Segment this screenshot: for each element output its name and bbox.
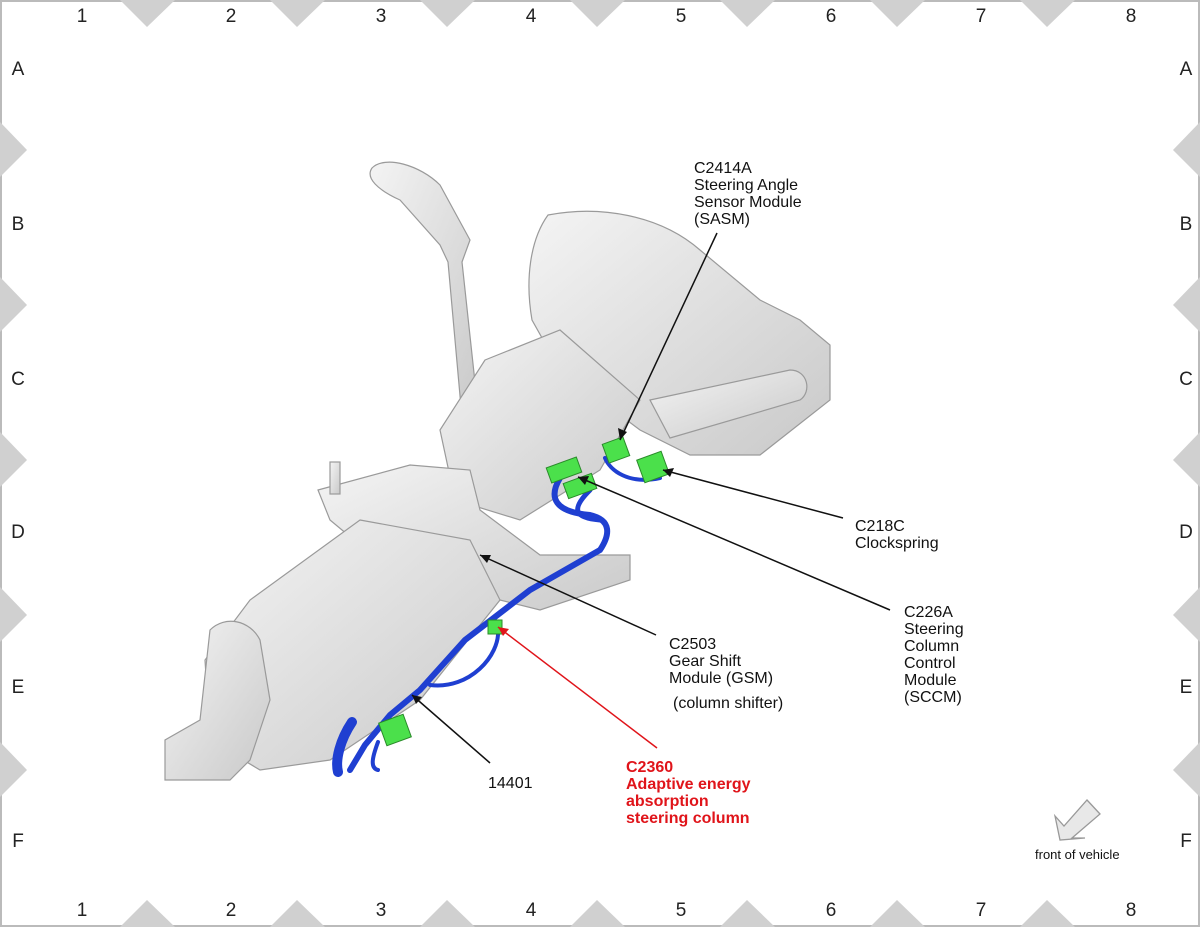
grid-col-top-8: 8 bbox=[1125, 6, 1137, 27]
grid-col-top-4: 4 bbox=[525, 6, 537, 27]
shift-lever bbox=[369, 161, 479, 419]
grid-col-top-6: 6 bbox=[825, 6, 837, 27]
grid-col-bottom-2: 2 bbox=[225, 900, 237, 921]
stud bbox=[329, 461, 341, 495]
grid-row-right-F: F bbox=[1180, 831, 1192, 852]
grid-col-top-1: 1 bbox=[76, 6, 88, 27]
grid-col-bottom-4: 4 bbox=[525, 900, 537, 921]
grid-row-right-C: C bbox=[1179, 369, 1193, 390]
grid-col-top-3: 3 bbox=[375, 6, 387, 27]
grid-row-left-A: A bbox=[11, 59, 25, 80]
callout-c226a-sccm: C226A Steering Column Control Module (SC… bbox=[904, 604, 964, 706]
connector-harness-end bbox=[378, 713, 412, 747]
grid-col-top-2: 2 bbox=[225, 6, 237, 27]
arrow-down-left-icon bbox=[1053, 799, 1101, 841]
column-body bbox=[439, 329, 641, 521]
leader-lines bbox=[411, 232, 891, 764]
callout-c2360-adaptive: C2360 Adaptive energy absorption steerin… bbox=[626, 759, 751, 827]
lower-bracket bbox=[164, 620, 271, 781]
grid-row-left-E: E bbox=[11, 677, 25, 698]
connector-c226a bbox=[545, 456, 583, 484]
callout-c2503-gsm: C2503 Gear Shift Module (GSM) bbox=[669, 636, 774, 687]
grid-row-right-A: A bbox=[1179, 59, 1193, 80]
grid-row-left-C: C bbox=[11, 369, 25, 390]
connector-c2360 bbox=[487, 619, 503, 635]
grid-row-right-D: D bbox=[1179, 522, 1193, 543]
grid-row-right-B: B bbox=[1179, 214, 1193, 235]
grid-row-left-F: F bbox=[12, 831, 24, 852]
wiring-harness-14401 bbox=[332, 456, 662, 777]
connector-c2414a bbox=[601, 436, 631, 464]
callout-harness-14401: 14401 bbox=[488, 775, 533, 792]
front-of-vehicle-label: front of vehicle bbox=[1035, 847, 1120, 862]
grid-col-top-7: 7 bbox=[975, 6, 987, 27]
grid-row-right-E: E bbox=[1179, 677, 1193, 698]
grid-row-left-B: B bbox=[11, 214, 25, 235]
grid-col-bottom-7: 7 bbox=[975, 900, 987, 921]
multifunction-stalk bbox=[649, 369, 808, 439]
grid-col-bottom-1: 1 bbox=[76, 900, 88, 921]
connector-c218c bbox=[636, 450, 670, 484]
callout-c2414a-sasm: C2414A Steering Angle Sensor Module (SAS… bbox=[694, 160, 802, 228]
grid-col-bottom-5: 5 bbox=[675, 900, 687, 921]
connectors bbox=[378, 436, 670, 747]
leader-line-c2360 bbox=[497, 626, 658, 749]
grid-row-left-D: D bbox=[11, 522, 25, 543]
callout-c218c-clockspring: C218C Clockspring bbox=[855, 518, 939, 552]
grid-col-bottom-6: 6 bbox=[825, 900, 837, 921]
grid-col-bottom-3: 3 bbox=[375, 900, 387, 921]
callout-gsm-note: (column shifter) bbox=[673, 695, 784, 712]
grid-col-bottom-8: 8 bbox=[1125, 900, 1137, 921]
grid-col-top-5: 5 bbox=[675, 6, 687, 27]
connector-c226a-2 bbox=[562, 472, 598, 500]
